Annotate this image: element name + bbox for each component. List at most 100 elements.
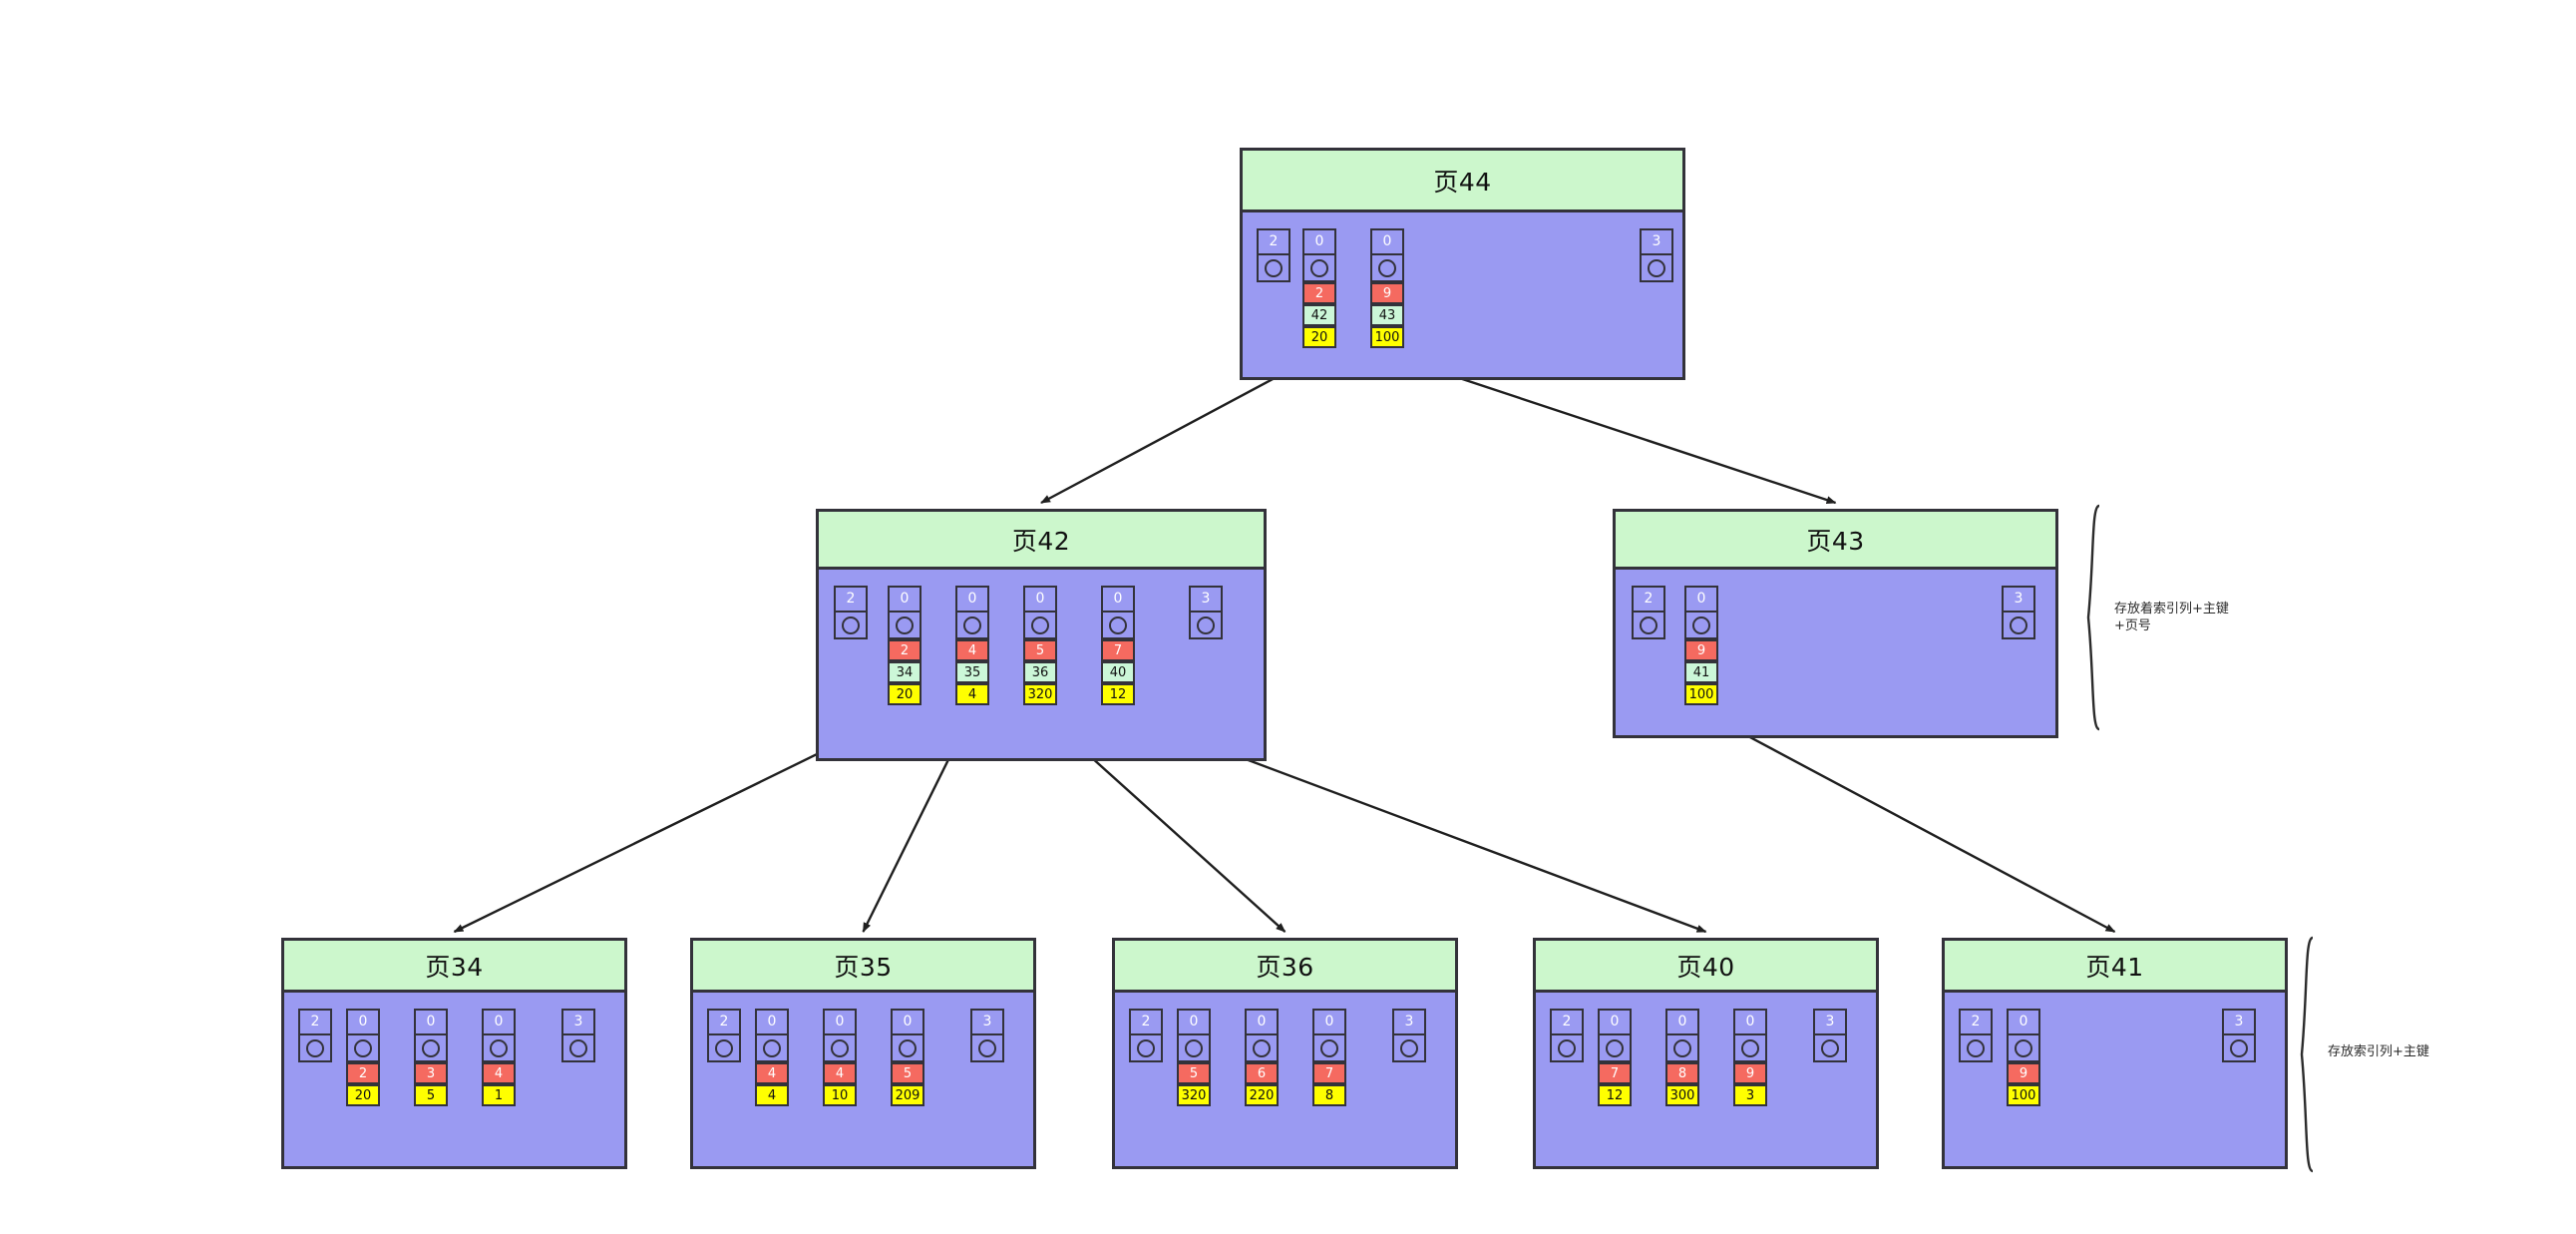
slot-next-pointer [346, 1034, 380, 1062]
page-number-chip: 43 [1370, 304, 1404, 326]
pointer-circle-icon [1741, 1038, 1759, 1057]
index-key-chip: 9 [1733, 1062, 1767, 1084]
record-slot[interactable]: 3 [561, 1009, 595, 1062]
record-slot[interactable]: 2 [1129, 1009, 1163, 1062]
slot-next-pointer [1177, 1034, 1211, 1062]
slot-record-type: 2 [1959, 1009, 1993, 1034]
primary-key-chip: 220 [1245, 1084, 1279, 1106]
record-slot[interactable]: 2 [1959, 1009, 1993, 1062]
slot-next-pointer [2222, 1034, 2256, 1062]
slot-next-pointer [1598, 1034, 1632, 1062]
curly-brace-icon [2300, 936, 2314, 1173]
pointer-circle-icon [1310, 258, 1328, 277]
primary-key-chip: 12 [1101, 683, 1135, 705]
record-slot[interactable]: 2 [1550, 1009, 1584, 1062]
pointer-circle-icon [715, 1038, 733, 1057]
slot-next-pointer [1302, 254, 1336, 282]
slot-record-type: 0 [891, 1009, 924, 1034]
primary-key-chip: 320 [1023, 683, 1057, 705]
slot-next-pointer [2002, 612, 2035, 639]
slot-next-pointer [891, 1034, 924, 1062]
primary-key-chip: 12 [1598, 1084, 1632, 1106]
pointer-circle-icon [1320, 1038, 1338, 1057]
record-slot[interactable]: 2 [834, 586, 868, 639]
slot-record-type: 3 [1392, 1009, 1426, 1034]
tree-edge-page43-to-page41 [1700, 709, 2116, 934]
primary-key-chip: 8 [1312, 1084, 1346, 1106]
slot-record-type: 0 [346, 1009, 380, 1034]
slot-record-type: 3 [561, 1009, 595, 1034]
record-slot[interactable]: 2 [707, 1009, 741, 1062]
page-title-page40: 页40 [1536, 941, 1876, 993]
slot-next-pointer [970, 1034, 1004, 1062]
slot-record-type: 0 [1312, 1009, 1346, 1034]
slot-next-pointer [561, 1034, 595, 1062]
record-slot[interactable]: 3 [1189, 586, 1223, 639]
slot-record-type: 0 [1598, 1009, 1632, 1034]
record-slot[interactable]: 2 [298, 1009, 332, 1062]
page-number-chip: 35 [955, 661, 989, 683]
pointer-circle-icon [422, 1038, 440, 1057]
index-key-chip: 5 [891, 1062, 924, 1084]
record-slot[interactable]: 3 [1640, 228, 1673, 282]
record-slot[interactable]: 3 [970, 1009, 1004, 1062]
index-key-chip: 4 [955, 639, 989, 661]
slot-record-type: 0 [1302, 228, 1336, 254]
pointer-circle-icon [1137, 1038, 1155, 1057]
slot-record-type: 0 [755, 1009, 789, 1034]
pointer-circle-icon [963, 616, 981, 634]
record-slot[interactable]: 3 [2002, 586, 2035, 639]
slot-next-pointer [482, 1034, 516, 1062]
primary-key-chip: 100 [2007, 1084, 2040, 1106]
pointer-circle-icon [896, 616, 914, 634]
record-slot[interactable]: 3 [2222, 1009, 2256, 1062]
slot-record-type: 3 [1813, 1009, 1847, 1034]
slot-next-pointer [1189, 612, 1223, 639]
annotation-leaf [2299, 936, 2325, 1177]
record-slot[interactable]: 3 [1392, 1009, 1426, 1062]
pointer-circle-icon [1821, 1038, 1839, 1057]
record-slot[interactable]: 3 [1813, 1009, 1847, 1062]
record-slot[interactable]: 2 [1257, 228, 1290, 282]
slot-next-pointer [1245, 1034, 1279, 1062]
slot-record-type: 0 [888, 586, 921, 612]
pointer-circle-icon [1197, 616, 1215, 634]
record-slot[interactable]: 2 [1632, 586, 1665, 639]
slot-next-pointer [1813, 1034, 1847, 1062]
pointer-circle-icon [1967, 1038, 1985, 1057]
index-key-chip: 8 [1665, 1062, 1699, 1084]
